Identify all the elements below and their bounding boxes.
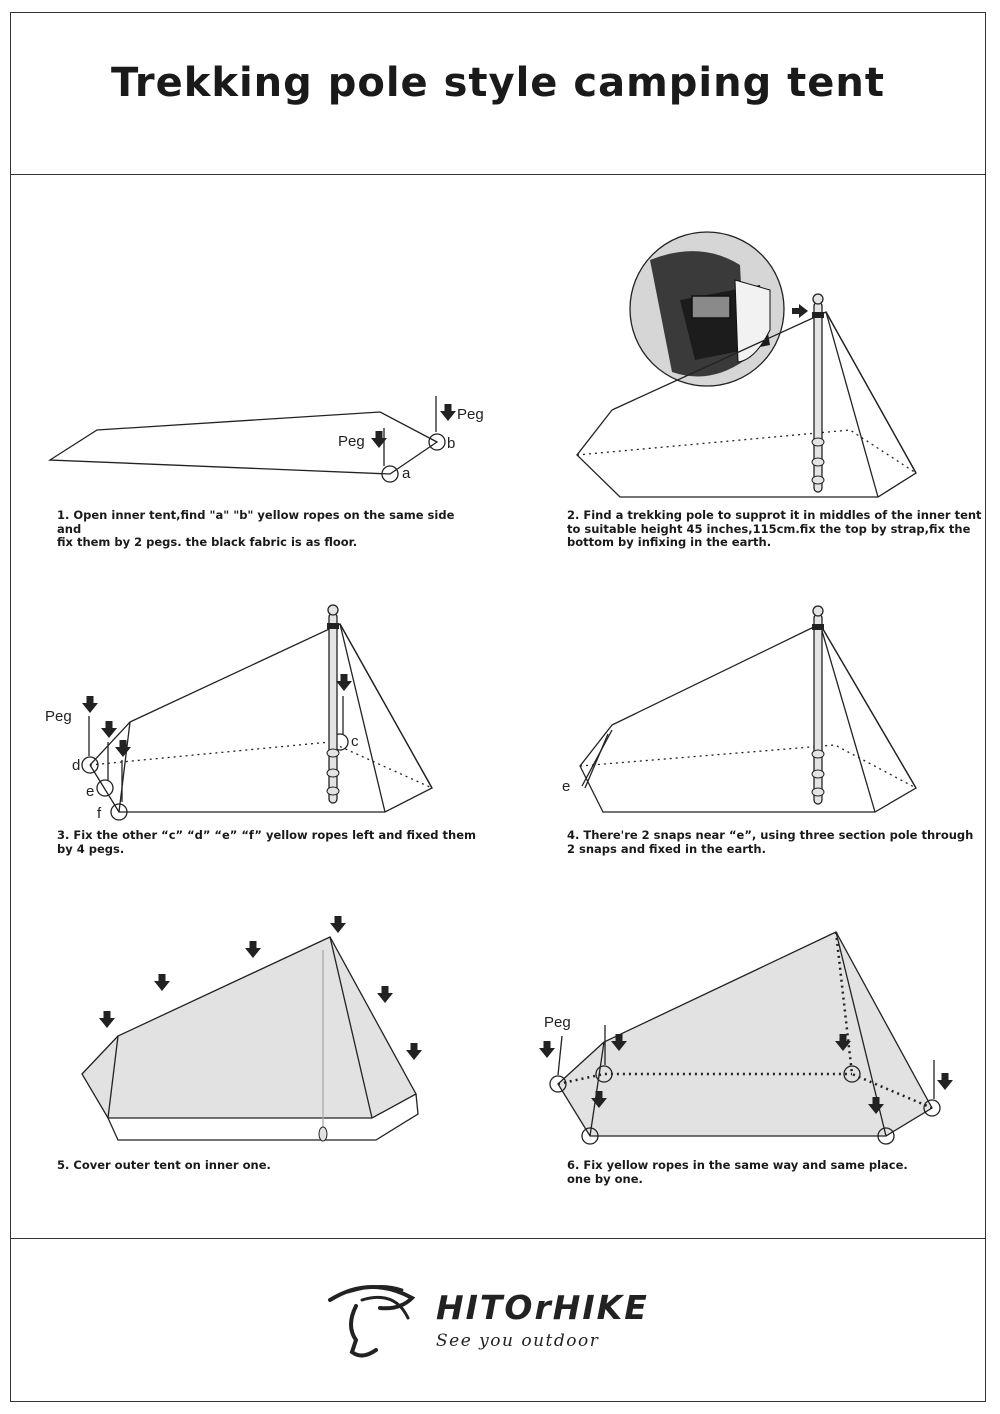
peg-label: Peg bbox=[457, 406, 484, 423]
down-arrow-icon bbox=[154, 974, 170, 991]
step-1-instruction: 1. Open inner tent,find "a" "b" yellow r… bbox=[57, 508, 455, 549]
strap-detail-photo bbox=[629, 231, 785, 387]
step1-diagram bbox=[47, 396, 446, 483]
rope-label-a: a bbox=[402, 465, 411, 482]
trekking-pole bbox=[811, 293, 825, 493]
hiker-logo-icon bbox=[328, 1285, 416, 1358]
down-arrow-icon bbox=[330, 916, 346, 933]
peg-label: Peg bbox=[45, 708, 72, 725]
down-arrow-icon bbox=[99, 1011, 115, 1028]
brand-name: HITOrHIKE bbox=[436, 1288, 649, 1327]
rope-label-f: f bbox=[97, 805, 102, 822]
right-arrow-icon bbox=[792, 304, 808, 318]
rope-label-d: d bbox=[72, 757, 80, 774]
down-arrow-icon bbox=[101, 721, 117, 738]
page-title: Trekking pole style camping tent bbox=[111, 60, 885, 106]
down-arrow-icon bbox=[539, 1041, 555, 1058]
step2-diagram bbox=[576, 311, 917, 498]
down-arrow-icon bbox=[937, 1073, 953, 1090]
rope-label-b: b bbox=[447, 435, 455, 452]
down-arrow-icon bbox=[245, 941, 261, 958]
step-2-instruction: 2. Find a trekking pole to supprot it in… bbox=[567, 508, 982, 549]
step6-diagram bbox=[549, 931, 941, 1145]
down-arrow-icon bbox=[115, 740, 131, 757]
header-divider bbox=[10, 174, 986, 175]
rope-label-e: e bbox=[86, 783, 94, 800]
down-arrow-icon bbox=[406, 1043, 422, 1060]
step-5-instruction: 5. Cover outer tent on inner one. bbox=[57, 1158, 271, 1172]
down-arrow-icon bbox=[440, 404, 456, 421]
page-frame bbox=[10, 12, 986, 1402]
step4-diagram bbox=[579, 623, 917, 813]
brand-tagline: See you outdoor bbox=[436, 1331, 600, 1351]
down-arrow-icon bbox=[82, 696, 98, 713]
step-6-instruction: 6. Fix yellow ropes in the same way and … bbox=[567, 1158, 908, 1186]
peg-label: Peg bbox=[544, 1014, 571, 1031]
rope-label-c: c bbox=[351, 733, 359, 750]
step3-diagram bbox=[81, 623, 433, 821]
down-arrow-icon bbox=[336, 674, 352, 691]
step5-diagram bbox=[81, 936, 419, 1141]
peg-label: Peg bbox=[338, 433, 365, 450]
footer-divider bbox=[10, 1238, 986, 1239]
down-arrow-icon bbox=[377, 986, 393, 1003]
step-3-instruction: 3. Fix the other “c” “d” “e” “f” yellow … bbox=[57, 828, 476, 856]
step-4-instruction: 4. There're 2 snaps near “e”, using thre… bbox=[567, 828, 974, 856]
trekking-pole bbox=[326, 604, 340, 804]
trekking-pole bbox=[811, 605, 825, 805]
rope-label-e: e bbox=[562, 778, 570, 795]
